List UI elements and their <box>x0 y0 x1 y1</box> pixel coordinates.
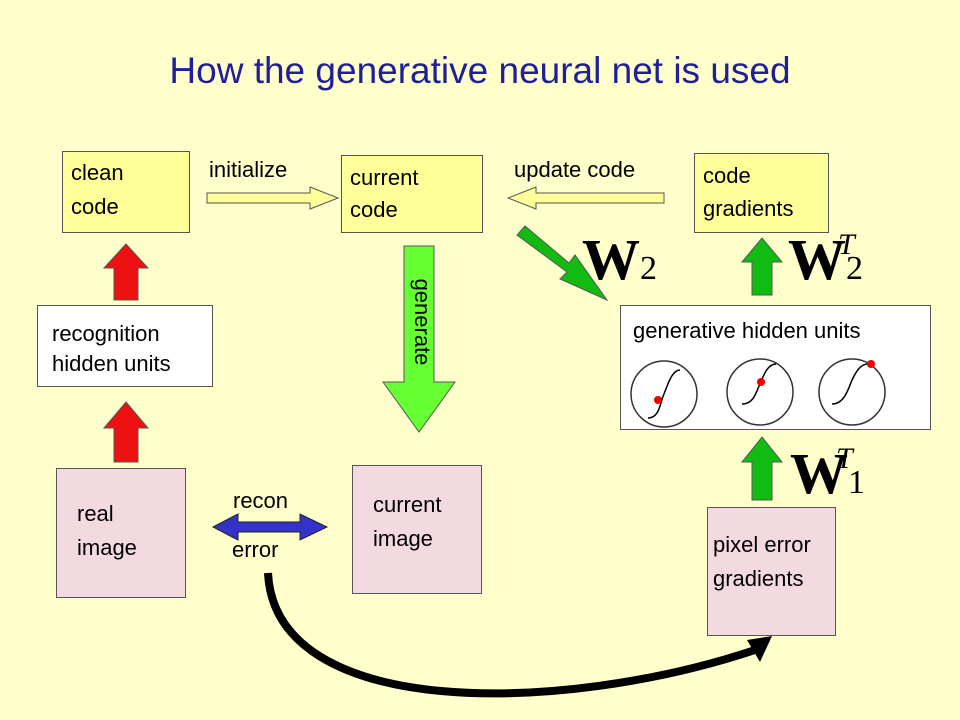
code-gradients-box: code gradients <box>694 153 829 233</box>
current-image-line1: current <box>373 492 442 517</box>
clean-code-line2: code <box>71 194 119 219</box>
current-image-box: current image <box>352 465 482 594</box>
w2-diagonal-arrow <box>516 225 609 302</box>
recognition-hidden-units-box: recognition hidden units <box>37 305 213 387</box>
red-arrow-recognition-to-clean <box>102 243 150 301</box>
w2-transpose-label: W2 T <box>788 227 863 292</box>
current-image-line2: image <box>373 526 433 551</box>
real-image-line1: real <box>77 501 114 526</box>
current-code-box: current code <box>341 155 483 233</box>
recon-label: recon <box>233 488 289 513</box>
clean-code-box: clean code <box>62 151 190 233</box>
update-code-arrow <box>506 186 665 210</box>
initialize-label: initialize <box>209 157 288 182</box>
w2-label: W2 <box>582 227 657 292</box>
recon-error-double-arrow <box>211 513 329 541</box>
current-code-line1: current <box>350 165 419 190</box>
pixel-error-line1: pixel error <box>713 532 811 557</box>
sigmoid-unit-3 <box>818 358 886 426</box>
generative-hidden-label: generative hidden units <box>633 318 861 343</box>
recognition-hidden-line1: recognition <box>52 321 160 346</box>
error-label: error <box>232 537 279 562</box>
clean-code-line1: clean <box>71 160 124 185</box>
green-arrow-pixel-to-hidden <box>740 436 784 501</box>
real-image-box: real image <box>56 468 186 598</box>
generate-arrow <box>382 245 456 433</box>
code-gradients-line1: code <box>703 163 751 188</box>
sigmoid-unit-2 <box>726 358 794 426</box>
pixel-error-line2: gradients <box>713 566 804 591</box>
code-gradients-line2: gradients <box>703 196 794 221</box>
green-arrow-hidden-to-code-gradients <box>740 237 784 296</box>
update-code-label: update code <box>514 157 636 182</box>
initialize-arrow <box>206 186 340 210</box>
pixel-error-gradients-box: pixel error gradients <box>707 507 836 636</box>
page-title: How the generative neural net is used <box>169 50 791 91</box>
curved-arrow-head <box>747 636 772 662</box>
recognition-hidden-line2: hidden units <box>52 351 171 376</box>
generate-label: generate <box>410 278 435 366</box>
current-code-line2: code <box>350 197 398 222</box>
red-arrow-real-to-recognition <box>102 401 150 463</box>
w1-transpose-label: W1 T <box>790 441 865 506</box>
sigmoid-unit-1 <box>630 360 698 428</box>
real-image-line2: image <box>77 535 137 560</box>
curved-feedback-arrow <box>264 572 757 698</box>
